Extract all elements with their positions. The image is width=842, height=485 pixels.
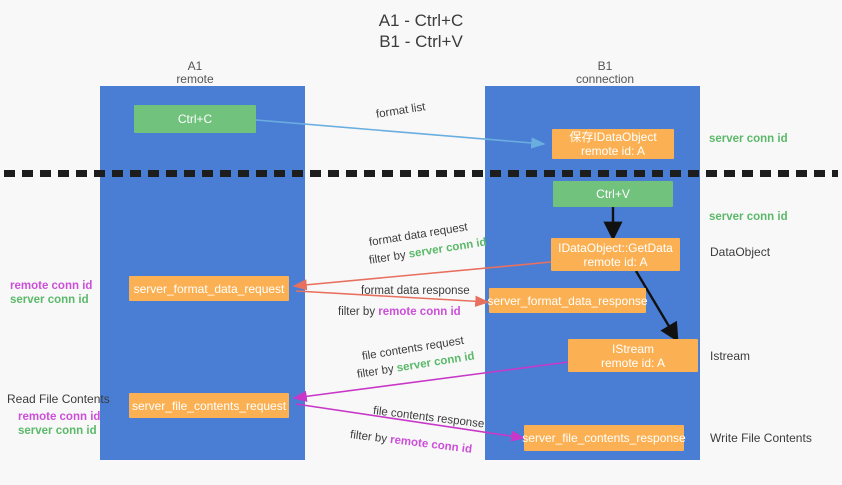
right-label-dataobject: DataObject [710, 245, 771, 259]
box-istream-line1: IStream [611, 341, 654, 356]
label-format-data-response-filter: filter by remote conn id [338, 305, 461, 320]
title-line-2: B1 - Ctrl+V [379, 32, 463, 51]
left-label-server-conn-id-2: server conn id [18, 425, 97, 437]
box-istream-line2: remote id: A [600, 355, 666, 370]
label-format-data-response: format data response [361, 285, 470, 297]
box-idataobject-getdata[interactable]: IDataObject::GetData remote id: A [551, 238, 680, 271]
left-label-server-conn-id-1: server conn id [10, 294, 89, 306]
filter-value-remote-conn-id: remote conn id [389, 433, 473, 456]
column-header-b1: B1 connection [505, 60, 705, 86]
left-label-remote-conn-id-2: remote conn id [18, 411, 101, 423]
box-ctrl-v[interactable]: Ctrl+V [553, 181, 673, 207]
filter-value-remote-conn-id: remote conn id [378, 306, 461, 318]
column-header-b1-sub: connection [575, 72, 635, 86]
filter-prefix: filter by [338, 306, 379, 318]
label-file-contents-response: file contents response [372, 404, 485, 431]
page-title: A1 - Ctrl+C B1 - Ctrl+V [0, 10, 842, 52]
title-line-1: A1 - Ctrl+C [378, 11, 464, 30]
box-server-file-contents-request[interactable]: server_file_contents_request [129, 393, 289, 418]
box-server-format-data-request[interactable]: server_format_data_request [129, 276, 289, 301]
box-getdata-line1: IDataObject::GetData [558, 240, 673, 255]
label-file-contents-response-filter: filter by remote conn id [349, 428, 473, 458]
box-istream[interactable]: IStream remote id: A [568, 339, 698, 372]
box-save-idataobject-line2: remote id: A [580, 144, 646, 158]
box-getdata-line2: remote id: A [583, 254, 648, 269]
filter-prefix: filter by [349, 428, 391, 446]
column-header-a1-name: A1 [187, 59, 203, 73]
box-save-idataobject-line1: 保存IDataObject [569, 130, 657, 144]
right-label-write-file-contents: Write File Contents [710, 431, 812, 445]
filter-prefix: filter by [368, 248, 410, 267]
right-label-server-conn-id-mid: server conn id [709, 211, 788, 223]
box-save-idataobject[interactable]: 保存IDataObject remote id: A [552, 129, 674, 159]
right-label-istream: Istream [710, 349, 751, 363]
box-server-file-contents-response[interactable]: server_file_contents_response [522, 425, 686, 451]
column-header-a1: A1 remote [95, 60, 295, 86]
left-label-remote-conn-id-1: remote conn id [10, 280, 93, 292]
column-header-b1-name: B1 [597, 59, 613, 73]
filter-prefix: filter by [356, 362, 398, 381]
left-label-read-file-contents: Read File Contents [7, 392, 110, 406]
column-header-a1-sub: remote [176, 72, 214, 86]
section-divider [4, 170, 838, 177]
label-format-list: format list [375, 101, 427, 121]
box-ctrl-c[interactable]: Ctrl+C [134, 105, 256, 133]
right-label-server-conn-id-top: server conn id [709, 133, 788, 145]
box-server-format-data-response[interactable]: server_format_data_response [487, 288, 648, 313]
